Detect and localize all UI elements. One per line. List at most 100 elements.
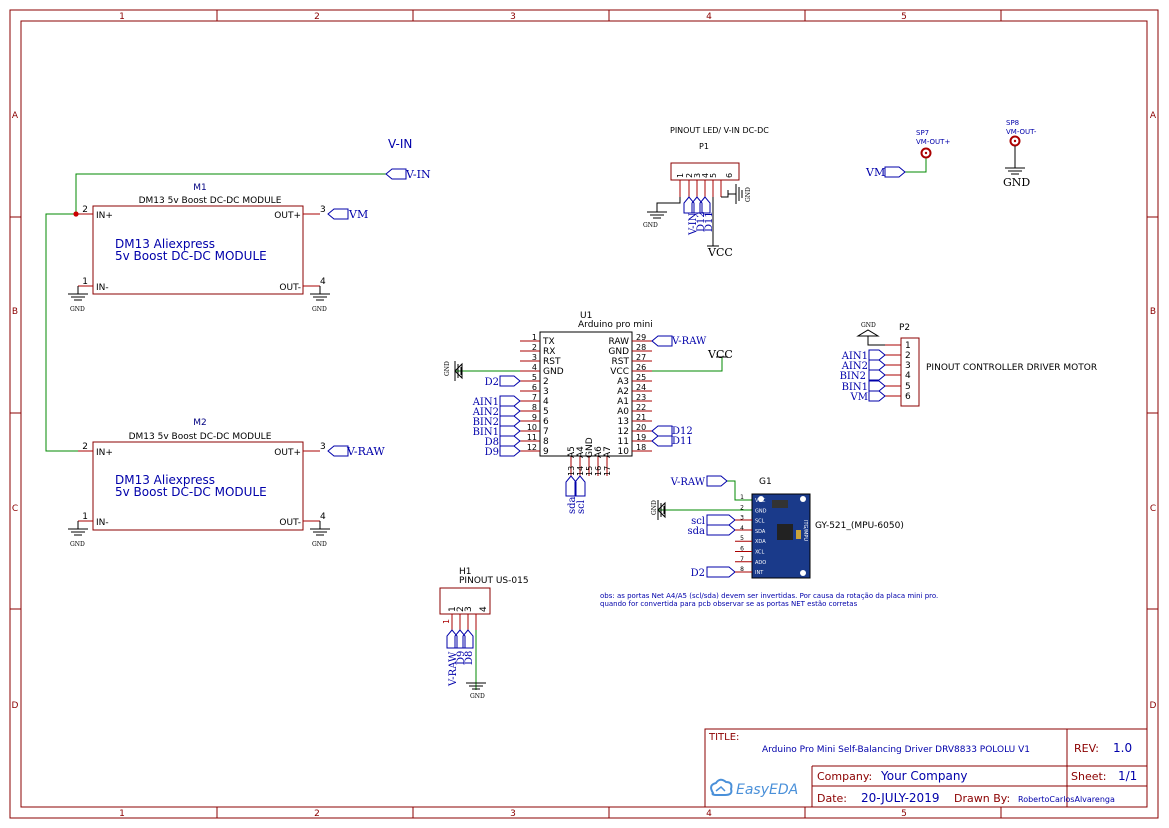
row-label-c-right: C	[1150, 504, 1156, 514]
m2-pin-num: 2	[82, 442, 88, 452]
net-flag	[651, 335, 673, 347]
u1-pin-num: 2	[532, 343, 537, 352]
u1-pin-name: GND	[608, 347, 629, 357]
col-label-3-bottom: 3	[510, 809, 516, 819]
p2-pin-num: 4	[905, 371, 911, 381]
g1-name: GY-521_(MPU-6050)	[815, 521, 904, 531]
net-flag	[565, 475, 577, 497]
p2-pin-num: 3	[905, 361, 911, 371]
vcc-label: VCC	[707, 348, 733, 361]
net-label-sda: sda	[688, 526, 706, 537]
col-label-4: 4	[706, 12, 712, 22]
u1-pin-name: 11	[618, 437, 629, 447]
u1-pin-num: 25	[636, 373, 646, 382]
v-in-heading: V-IN	[388, 137, 412, 151]
net-label-d2: D2	[691, 568, 705, 579]
u1-pin-num: 26	[636, 363, 646, 372]
net-label-ain1: AIN1	[841, 351, 868, 362]
net-label-v-raw: V-RAW	[448, 651, 459, 687]
u1-pin-name: A0	[617, 407, 629, 417]
net-flag	[706, 524, 736, 536]
rev-label: REV:	[1074, 742, 1099, 755]
sp8-pad	[1009, 135, 1021, 147]
net-flag	[651, 435, 673, 447]
gnd-symbol	[856, 329, 885, 346]
date-label: Date:	[817, 792, 847, 805]
m2-ref: M2	[193, 418, 207, 428]
m2-desc-line1: DM13 Aliexpress	[115, 473, 215, 487]
m1-ref: M1	[193, 183, 207, 193]
net-flag	[499, 375, 521, 387]
u1-pin-num: 8	[532, 403, 537, 412]
connector-h1: H1 PINOUT US-015 1 2 3 4 1 V-RAW D9 D8 G…	[439, 567, 529, 700]
connector-p2: P2 1 2 3 4 5 6 PINOUT CONTROLLER DRIVER …	[840, 322, 1097, 407]
date-value: 20-JULY-2019	[861, 791, 939, 805]
p2-pin-num: 2	[905, 351, 911, 361]
sheet-frame	[9, 9, 1159, 819]
u1-pin-name: A1	[617, 397, 629, 407]
net-label-bin1: BIN1	[473, 427, 499, 438]
u1-pin-num: 10	[527, 423, 537, 432]
p2-body	[900, 337, 920, 407]
net-flag	[574, 475, 586, 497]
net-flag	[499, 395, 521, 407]
gnd-label: GND	[745, 187, 752, 202]
m2-pin-num: 3	[320, 442, 326, 452]
sp7-ref: SP7	[916, 129, 929, 137]
u1-pin-name: 5	[543, 407, 549, 417]
gnd-label: GND	[1003, 176, 1030, 189]
p1-pin-num: 3	[693, 173, 702, 178]
m1-pin-num: 2	[82, 205, 88, 215]
u1-pin-name: VCC	[610, 367, 629, 377]
u1-pin-name: A7	[603, 446, 613, 458]
u1-pin-name: 3	[543, 387, 549, 397]
title-value: Arduino Pro Mini Self-Balancing Driver D…	[762, 745, 1030, 755]
u1-pin-num: 15	[585, 466, 594, 476]
gnd-symbol	[68, 286, 330, 301]
g1-pin-label: GND	[755, 508, 767, 514]
net-label-vm: VM	[850, 392, 868, 403]
m2-pin-name: OUT+	[274, 448, 301, 458]
row-label-a: A	[12, 111, 19, 121]
h1-pin-num: 4	[479, 606, 489, 612]
net-label-d9: D9	[485, 447, 499, 458]
u1-pin-name: A3	[617, 377, 629, 387]
gnd-label: GND	[643, 222, 658, 229]
u1-pin-name: 13	[618, 417, 629, 427]
u1-pin-name: 9	[543, 447, 549, 457]
g1-pin-num: 1	[740, 494, 744, 501]
m1-pin-name: OUT+	[274, 211, 301, 221]
net-label-d8: D8	[485, 437, 499, 448]
easyeda-logo-text: EasyEDA	[736, 782, 798, 798]
net-flag	[499, 415, 521, 427]
net-flag	[868, 349, 886, 361]
u1-pin-num: 22	[636, 403, 646, 412]
u1-pin-name: 4	[543, 397, 549, 407]
p2-pin-num: 5	[905, 382, 911, 392]
sheet-value: 1/1	[1118, 769, 1137, 783]
p1-title: PINOUT LED/ V-IN DC-DC	[670, 126, 769, 135]
u1-pin-num: 28	[636, 343, 646, 352]
h1-ref: H1	[459, 567, 472, 577]
u1-pin-name: 2	[543, 377, 549, 387]
g1-pin-label: SDA	[755, 529, 766, 535]
vcc-symbol	[707, 197, 719, 247]
gnd-symbol	[68, 521, 330, 536]
col-label-5-bottom: 5	[901, 809, 907, 819]
u1-pin-num: 13	[567, 466, 576, 476]
u1-pin-name: 12	[618, 427, 629, 437]
u1-pin-name: TX	[542, 337, 555, 347]
p2-pin-num: 6	[905, 392, 911, 402]
gnd-label: GND	[70, 306, 85, 313]
u1-pin-num: 19	[636, 433, 646, 442]
net-label-vm: VM	[348, 208, 368, 221]
u1-pin-num: 4	[532, 363, 537, 372]
net-label-ain2: AIN2	[472, 407, 499, 418]
net-flag	[499, 435, 521, 447]
m1-title: DM13 5v Boost DC-DC MODULE	[139, 196, 282, 206]
net-label-d12: D12	[696, 211, 707, 232]
m2-pin-name: OUT-	[279, 518, 301, 528]
u1-pin-num: 1	[532, 333, 537, 342]
